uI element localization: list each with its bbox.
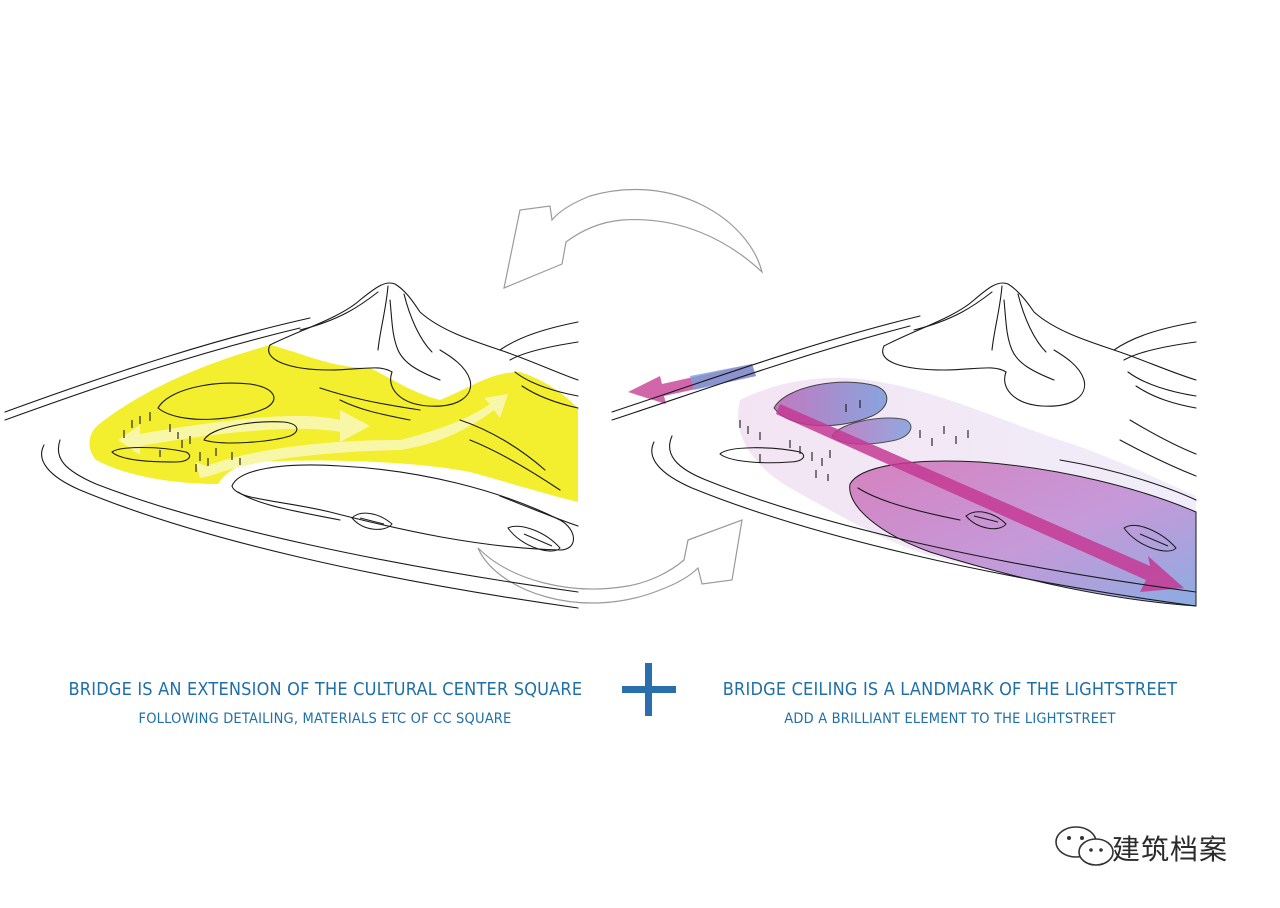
left-cultural-center-sketch	[4, 282, 579, 609]
boats-right	[965, 511, 1177, 552]
people-figures-right	[739, 400, 969, 481]
right-caption-title: BRIDGE CEILING IS A LANDMARK OF THE LIGH…	[722, 679, 1178, 700]
people-figures	[123, 412, 241, 472]
wechat-logo-icon	[1055, 826, 1114, 866]
lightstreet-entry-arrow-tail	[690, 364, 756, 390]
pedestrian-flow-arrows	[118, 394, 508, 478]
right-caption-subtitle: ADD A BRILLIANT ELEMENT TO THE LIGHTSTRE…	[784, 711, 1116, 727]
left-caption-subtitle: FOLLOWING DETAILING, MATERIALS ETC OF CC…	[138, 711, 512, 727]
watermark-text: 建筑档案	[1112, 833, 1229, 866]
plus-icon	[622, 663, 676, 716]
circular-arrows-icon	[477, 188, 764, 604]
boats	[351, 512, 561, 552]
right-lightstreet-sketch	[611, 282, 1197, 607]
cycle-arrow-bottom	[477, 519, 743, 604]
left-caption-title: BRIDGE IS AN EXTENSION OF THE CULTURAL C…	[68, 679, 583, 700]
lightstreet-direction-arrow	[776, 404, 1184, 592]
watermark: 建筑档案	[1050, 826, 1250, 870]
cycle-arrow-top	[503, 188, 764, 289]
